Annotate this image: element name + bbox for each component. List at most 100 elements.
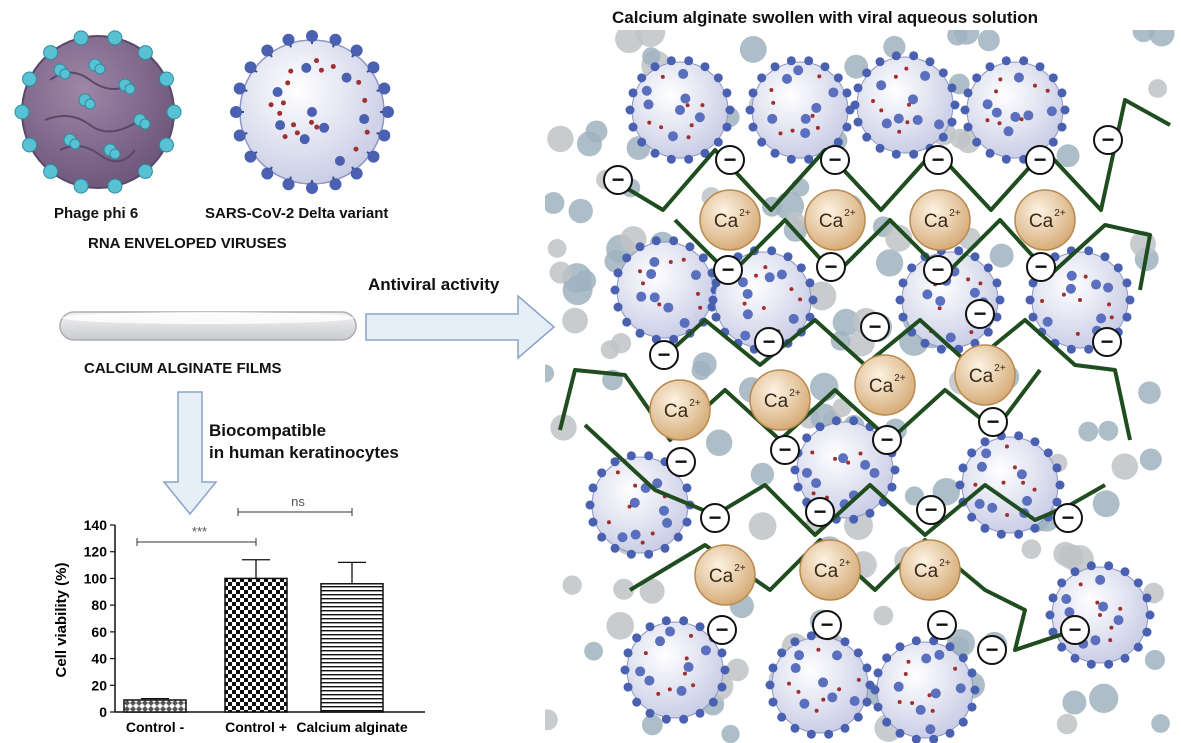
anion-icon: − (860, 312, 890, 342)
svg-text:Ca: Ca (709, 566, 734, 587)
solvent-particle (691, 360, 711, 381)
petri-dish-icon (59, 311, 357, 341)
solvent-particle (547, 239, 567, 258)
svg-text:Ca: Ca (869, 376, 894, 397)
virus-icon (850, 51, 960, 159)
solvent-particle (615, 30, 644, 54)
y-tick-label: 60 (91, 624, 107, 640)
anion-icon: − (916, 495, 946, 525)
solvent-particle (750, 462, 775, 487)
solvent-particle (562, 307, 588, 334)
svg-text:Ca: Ca (924, 211, 949, 232)
biocompat-arrow (162, 391, 218, 516)
svg-text:−: − (724, 147, 737, 172)
solvent-particle (705, 429, 733, 456)
solvent-particle (547, 125, 574, 153)
svg-text:Ca: Ca (664, 401, 689, 422)
svg-text:−: − (974, 301, 987, 326)
svg-text:−: − (716, 617, 729, 642)
svg-text:2+: 2+ (844, 208, 856, 219)
solvent-particle (1132, 30, 1155, 43)
error-bar (242, 559, 270, 579)
svg-text:Ca: Ca (969, 366, 994, 387)
bar (123, 699, 187, 713)
solvent-particle (550, 414, 577, 441)
virus-icon (1045, 561, 1155, 669)
svg-text:−: − (1035, 254, 1048, 279)
solvent-particle (642, 47, 661, 66)
solvent-particle (873, 605, 894, 626)
anion-icon: − (965, 299, 995, 329)
solvent-particle (748, 512, 777, 541)
svg-text:2+: 2+ (894, 373, 906, 384)
virus-icon (1025, 246, 1135, 354)
bar (320, 583, 384, 713)
virus-icon (625, 56, 735, 164)
solvent-particle (1021, 539, 1042, 559)
svg-text:2+: 2+ (994, 363, 1006, 374)
svg-text:−: − (1102, 127, 1115, 152)
virus-icon (610, 236, 720, 344)
svg-text:−: − (1034, 147, 1047, 172)
biocompat-line1: Biocompatible (209, 421, 327, 440)
solvent-particle (726, 658, 749, 682)
solvent-particle (639, 578, 665, 604)
solvent-particle (832, 308, 860, 336)
svg-text:−: − (1069, 617, 1082, 642)
solvent-particle (949, 636, 970, 657)
svg-text:2+: 2+ (839, 558, 851, 569)
significance-label: ns (291, 494, 305, 509)
significance-bracket: *** (136, 524, 257, 546)
cell-viability-chart: Cell viability (%) 020406080100120140Con… (53, 494, 425, 735)
anion-icon: − (1026, 252, 1056, 282)
error-bar (338, 561, 366, 584)
x-tick-label: Control - (126, 719, 185, 735)
svg-text:Ca: Ca (1029, 211, 1054, 232)
y-tick-label: 20 (91, 677, 107, 693)
anion-icon: − (816, 252, 846, 282)
y-tick-label: 40 (91, 651, 107, 667)
anion-icon: − (707, 615, 737, 645)
solvent-particle (1148, 30, 1175, 47)
virus-icon (745, 56, 855, 164)
solvent-particle (613, 578, 635, 600)
biocompat-line2: in human keratinocytes (209, 443, 399, 462)
bar (224, 577, 288, 713)
y-tick-label: 0 (99, 704, 107, 720)
solvent-particle (1139, 448, 1162, 471)
anion-icon: − (923, 255, 953, 285)
anion-icon: − (978, 407, 1008, 437)
svg-text:−: − (881, 427, 894, 452)
solvent-particle (739, 35, 767, 63)
svg-text:−: − (869, 314, 882, 339)
film-label: CALCIUM ALGINATE FILMS (84, 360, 282, 377)
svg-text:−: − (825, 254, 838, 279)
anion-icon: − (812, 610, 842, 640)
svg-text:2+: 2+ (739, 208, 751, 219)
svg-text:Ca: Ca (714, 211, 739, 232)
solvent-particle (545, 709, 558, 731)
svg-text:−: − (658, 342, 671, 367)
y-tick-label: 120 (84, 544, 108, 560)
anion-icon: − (754, 327, 784, 357)
alginate-chain (583, 423, 1106, 537)
anion-icon: − (603, 165, 633, 195)
solvent-particle (876, 249, 904, 277)
solvent-particle (953, 30, 980, 45)
anion-icon: − (1060, 615, 1090, 645)
svg-text:−: − (1062, 505, 1075, 530)
svg-text:2+: 2+ (1054, 208, 1066, 219)
anion-icon: − (1093, 125, 1123, 155)
solvent-particle (562, 575, 582, 595)
svg-text:−: − (675, 449, 688, 474)
svg-text:Ca: Ca (914, 561, 939, 582)
svg-text:Ca: Ca (814, 561, 839, 582)
